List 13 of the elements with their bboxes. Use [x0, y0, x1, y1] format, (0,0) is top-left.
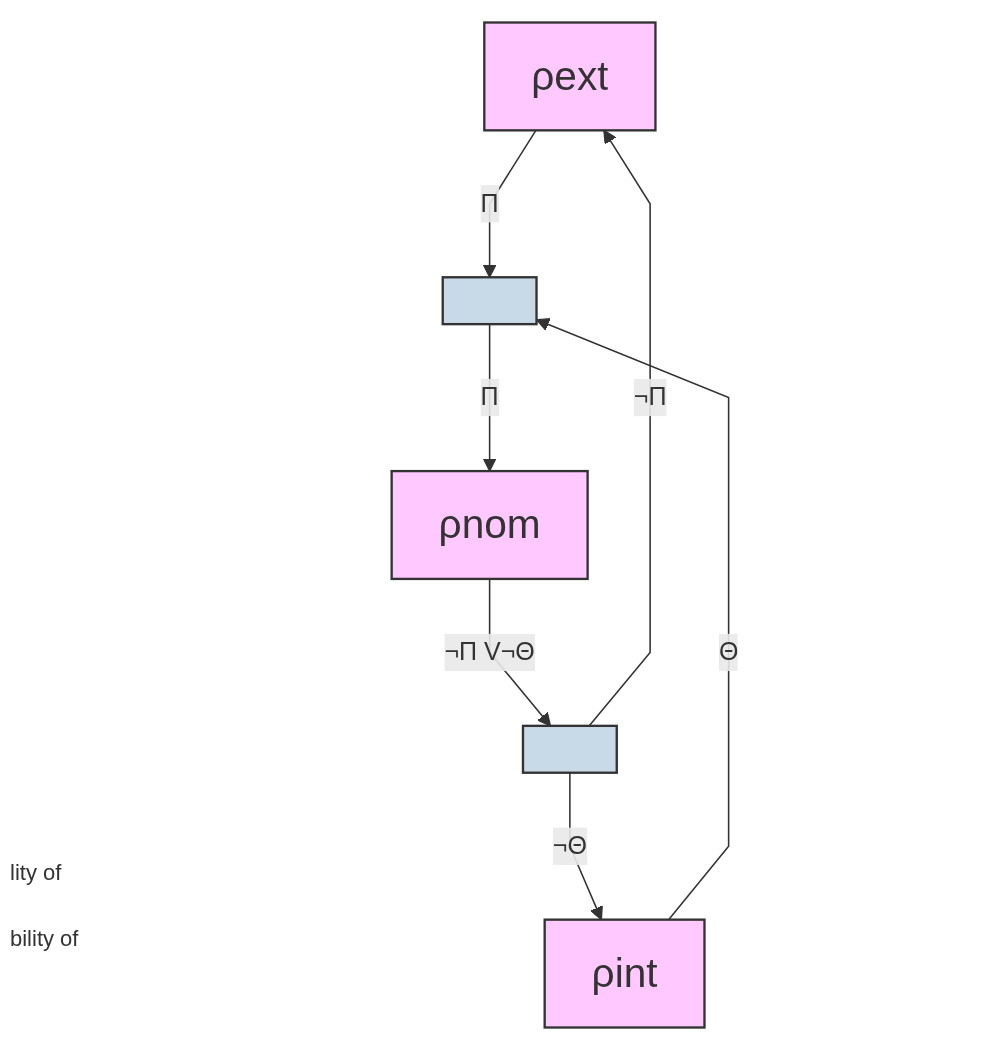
node-box: ρext: [483, 21, 657, 132]
edge-label: Π: [480, 189, 499, 217]
edge-label: Θ: [718, 638, 739, 665]
node-box: [521, 724, 618, 774]
edge-label: ¬Π V¬Θ: [444, 638, 535, 665]
edge-label: ¬Π: [633, 383, 667, 411]
edge-label: ¬Θ: [552, 832, 587, 859]
note-text: lity of: [10, 860, 63, 886]
node-box: ρint: [543, 918, 706, 1029]
node-box: ρnom: [390, 469, 589, 581]
node-box: [441, 276, 538, 326]
edge-label: Π: [480, 383, 499, 411]
note-text: bility of: [10, 926, 80, 952]
